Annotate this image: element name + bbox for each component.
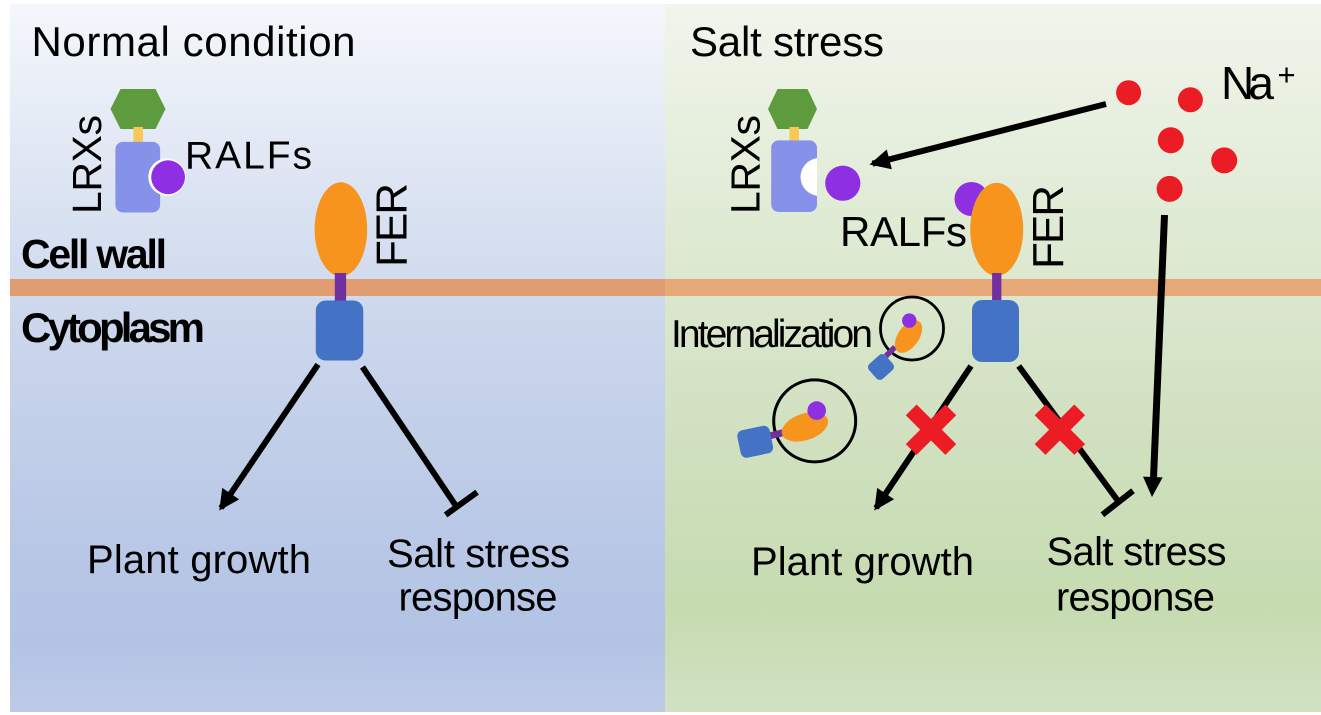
svg-text:RALFs: RALFs bbox=[840, 208, 967, 255]
svg-text:response: response bbox=[1056, 576, 1215, 620]
svg-text:Na: Na bbox=[1221, 57, 1274, 109]
svg-text:LRXs: LRXs bbox=[64, 115, 110, 214]
svg-text:Cell wall: Cell wall bbox=[21, 231, 167, 277]
svg-text:response: response bbox=[399, 576, 558, 620]
svg-text:Salt stress: Salt stress bbox=[690, 18, 884, 65]
svg-text:LRXs: LRXs bbox=[723, 115, 769, 214]
svg-text:Normal condition: Normal condition bbox=[32, 18, 356, 65]
svg-text:Internalization: Internalization bbox=[671, 313, 873, 356]
svg-text:Plant growth: Plant growth bbox=[87, 538, 311, 582]
svg-text:Salt stress: Salt stress bbox=[1047, 530, 1227, 574]
svg-text:+: + bbox=[1278, 57, 1296, 92]
svg-text:Plant growth: Plant growth bbox=[751, 540, 974, 584]
svg-text:FER: FER bbox=[1024, 185, 1073, 269]
svg-text:Cytoplasm: Cytoplasm bbox=[21, 304, 205, 351]
svg-text:FER: FER bbox=[368, 183, 417, 267]
svg-text:RALFs: RALFs bbox=[185, 134, 312, 177]
svg-text:Salt stress: Salt stress bbox=[387, 532, 570, 576]
